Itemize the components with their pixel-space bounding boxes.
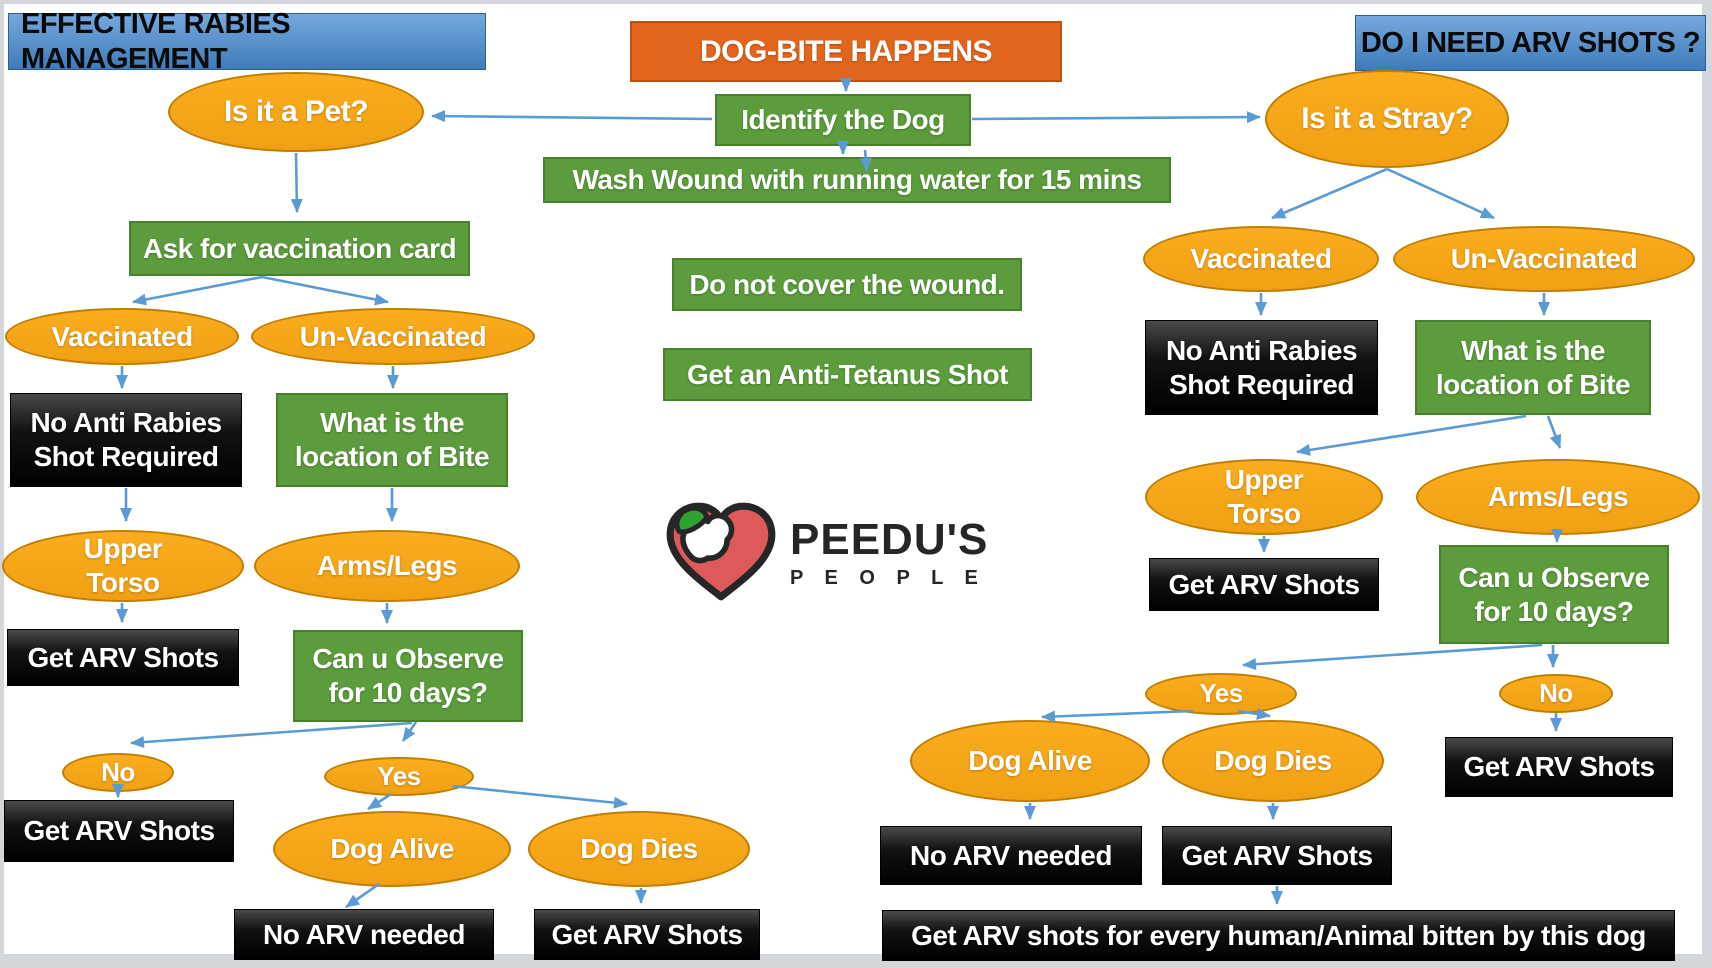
node-right-vaccinated: Vaccinated (1143, 226, 1379, 292)
left-vaccinated-label: Vaccinated (51, 320, 193, 352)
header-do-i-need-arv-shots: DO I NEED ARV SHOTS ? (1355, 15, 1706, 71)
node-left-dog-dies: Dog Dies (528, 811, 750, 887)
node-left-no-anti-rabies: No Anti Rabies Shot Required (10, 393, 242, 487)
node-right-unvaccinated: Un-Vaccinated (1393, 226, 1695, 292)
header-effective-rabies-management: EFFECTIVE RABIES MANAGEMENT (8, 8, 486, 75)
right-get-arv-1-label: Get ARV Shots (1168, 568, 1360, 600)
node-right-no-arv-needed: No ARV needed (880, 826, 1142, 885)
node-left-observe-10-days: Can u Observe for 10 days? (293, 630, 523, 722)
node-right-arms-legs: Arms/Legs (1416, 459, 1700, 535)
logo-subtitle-text: P E O P L E (790, 567, 986, 589)
node-wash-wound: Wash Wound with running water for 15 min… (543, 157, 1171, 203)
node-left-unvaccinated: Un-Vaccinated (251, 308, 535, 365)
left-no-anti-rabies-label: No Anti Rabies Shot Required (30, 407, 222, 472)
right-unvaccinated-label: Un-Vaccinated (1450, 243, 1638, 275)
tetanus-label: Get an Anti-Tetanus Shot (687, 358, 1008, 390)
node-left-yes: Yes (324, 757, 474, 796)
logo-brand-text: PEEDU'S (790, 515, 989, 564)
header-left-label: EFFECTIVE RABIES MANAGEMENT (21, 7, 291, 75)
left-observe-label: Can u Observe for 10 days? (312, 643, 504, 708)
node-right-get-arv-shots-2: Get ARV Shots (1445, 737, 1673, 797)
left-unvaccinated-label: Un-Vaccinated (299, 320, 487, 352)
left-get-arv-1-label: Get ARV Shots (27, 641, 219, 673)
node-do-not-cover-wound: Do not cover the wound. (672, 258, 1022, 311)
right-dog-alive-label: Dog Alive (968, 745, 1092, 777)
wash-label: Wash Wound with running water for 15 min… (572, 164, 1142, 196)
node-is-it-a-pet: Is it a Pet? (168, 72, 424, 152)
node-left-dog-alive: Dog Alive (273, 811, 511, 887)
node-left-arms-legs: Arms/Legs (254, 530, 520, 602)
right-upper-torso-label: Upper Torso (1224, 464, 1304, 529)
right-no-label: No (1539, 677, 1573, 708)
node-anti-tetanus-shot: Get an Anti-Tetanus Shot (663, 348, 1032, 401)
pet-label: Is it a Pet? (223, 95, 369, 128)
node-right-dog-dies: Dog Dies (1162, 720, 1384, 802)
left-arms-legs-label: Arms/Legs (316, 550, 458, 582)
node-ask-vaccination-card: Ask for vaccination card (129, 221, 470, 276)
node-right-dog-alive: Dog Alive (910, 720, 1150, 802)
left-upper-torso-label: Upper Torso (83, 533, 163, 598)
node-right-get-arv-shots-1: Get ARV Shots (1149, 558, 1379, 611)
right-no-anti-rabies-label: No Anti Rabies Shot Required (1165, 334, 1358, 400)
node-left-get-arv-shots-1: Get ARV Shots (7, 629, 239, 686)
right-arms-legs-label: Arms/Legs (1487, 481, 1629, 513)
left-yes-label: Yes (377, 760, 421, 791)
right-location-label: What is the location of Bite (1435, 334, 1631, 400)
left-no-label: No (101, 756, 135, 787)
node-left-get-arv-shots-2: Get ARV Shots (4, 800, 234, 862)
right-vaccinated-label: Vaccinated (1190, 243, 1332, 275)
left-location-label: What is the location of Bite (294, 407, 490, 472)
node-is-it-a-stray: Is it a Stray? (1265, 70, 1509, 168)
node-identify-the-dog: Identify the Dog (715, 94, 971, 146)
right-get-arv-2-label: Get ARV Shots (1463, 751, 1655, 783)
right-get-arv-3-label: Get ARV Shots (1181, 839, 1373, 871)
header-right-label: DO I NEED ARV SHOTS ? (1360, 26, 1701, 59)
stray-label: Is it a Stray? (1301, 102, 1473, 135)
do-not-cover-label: Do not cover the wound. (689, 268, 1005, 300)
left-dog-dies-label: Dog Dies (580, 833, 698, 865)
identify-label: Identify the Dog (741, 104, 945, 136)
dog-bite-label: DOG-BITE HAPPENS (699, 34, 993, 68)
ask-label: Ask for vaccination card (142, 232, 457, 264)
node-right-no: No (1499, 674, 1613, 713)
logo-text-block: PEEDU'S P E O P L E (790, 515, 989, 589)
left-no-arv-label: No ARV needed (263, 918, 465, 950)
right-no-arv-label: No ARV needed (910, 839, 1112, 871)
node-right-upper-torso: Upper Torso (1145, 459, 1383, 535)
node-left-no: No (62, 753, 174, 792)
left-dog-alive-label: Dog Alive (330, 833, 454, 865)
right-observe-label: Can u Observe for 10 days? (1458, 561, 1650, 627)
right-dog-dies-label: Dog Dies (1214, 745, 1332, 777)
node-left-no-arv-needed: No ARV needed (234, 909, 494, 960)
node-left-bite-location: What is the location of Bite (276, 393, 508, 487)
node-left-upper-torso: Upper Torso (2, 530, 244, 602)
node-bottom-bar-arv-everyone: Get ARV shots for every human/Animal bit… (882, 910, 1675, 961)
bottom-bar-label: Get ARV shots for every human/Animal bit… (911, 919, 1646, 951)
left-get-arv-3-label: Get ARV Shots (551, 918, 743, 950)
node-right-no-anti-rabies: No Anti Rabies Shot Required (1145, 320, 1378, 415)
right-yes-label: Yes (1199, 678, 1243, 709)
node-left-vaccinated: Vaccinated (5, 308, 239, 365)
node-right-yes: Yes (1145, 673, 1297, 715)
node-dog-bite-happens: DOG-BITE HAPPENS (630, 21, 1062, 82)
node-right-get-arv-shots-3: Get ARV Shots (1162, 826, 1392, 885)
node-right-bite-location: What is the location of Bite (1415, 320, 1651, 415)
node-right-observe-10-days: Can u Observe for 10 days? (1439, 545, 1669, 644)
node-left-get-arv-shots-3: Get ARV Shots (534, 909, 760, 960)
left-get-arv-2-label: Get ARV Shots (23, 815, 215, 847)
peedus-heart-dog-icon (666, 502, 776, 601)
peedus-people-logo: PEEDU'S P E O P L E (660, 497, 1080, 609)
